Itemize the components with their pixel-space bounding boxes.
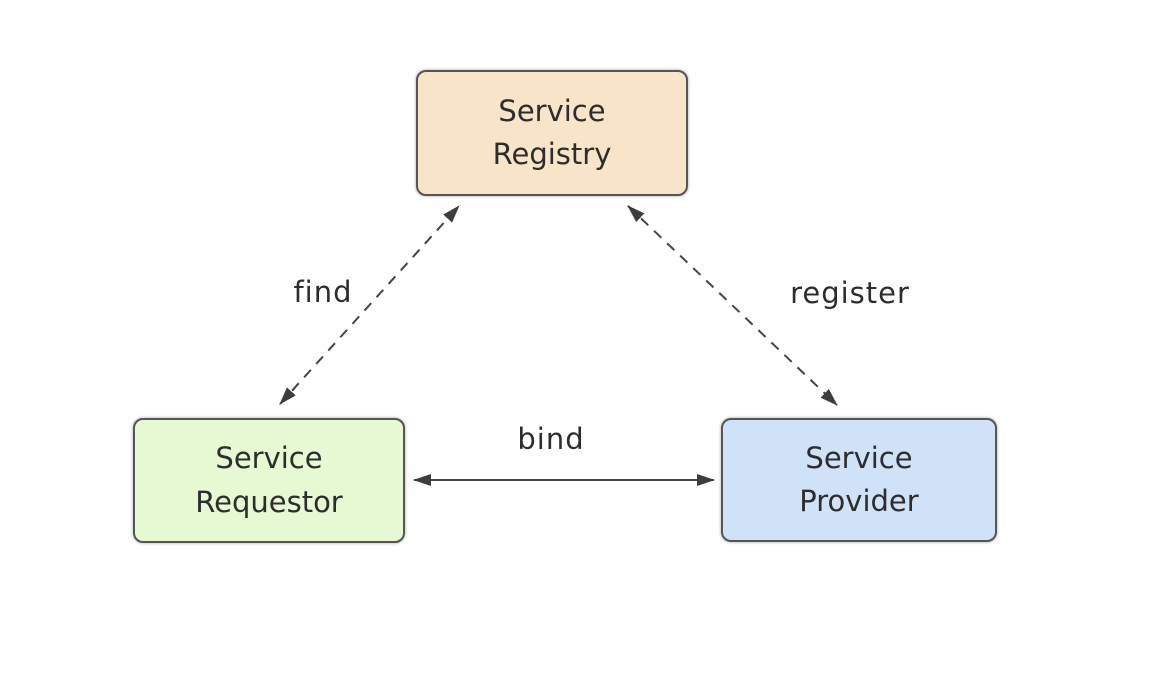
find-edge-label: find (293, 275, 352, 309)
node-service-provider: Service Provider (721, 418, 997, 542)
register-edge-label: register (790, 276, 910, 310)
node-service-requestor: Service Requestor (133, 418, 405, 543)
bind-edge-label: bind (517, 422, 584, 456)
node-service-registry: Service Registry (416, 70, 688, 196)
register-arrow (627, 205, 838, 406)
find-arrow (279, 205, 460, 405)
